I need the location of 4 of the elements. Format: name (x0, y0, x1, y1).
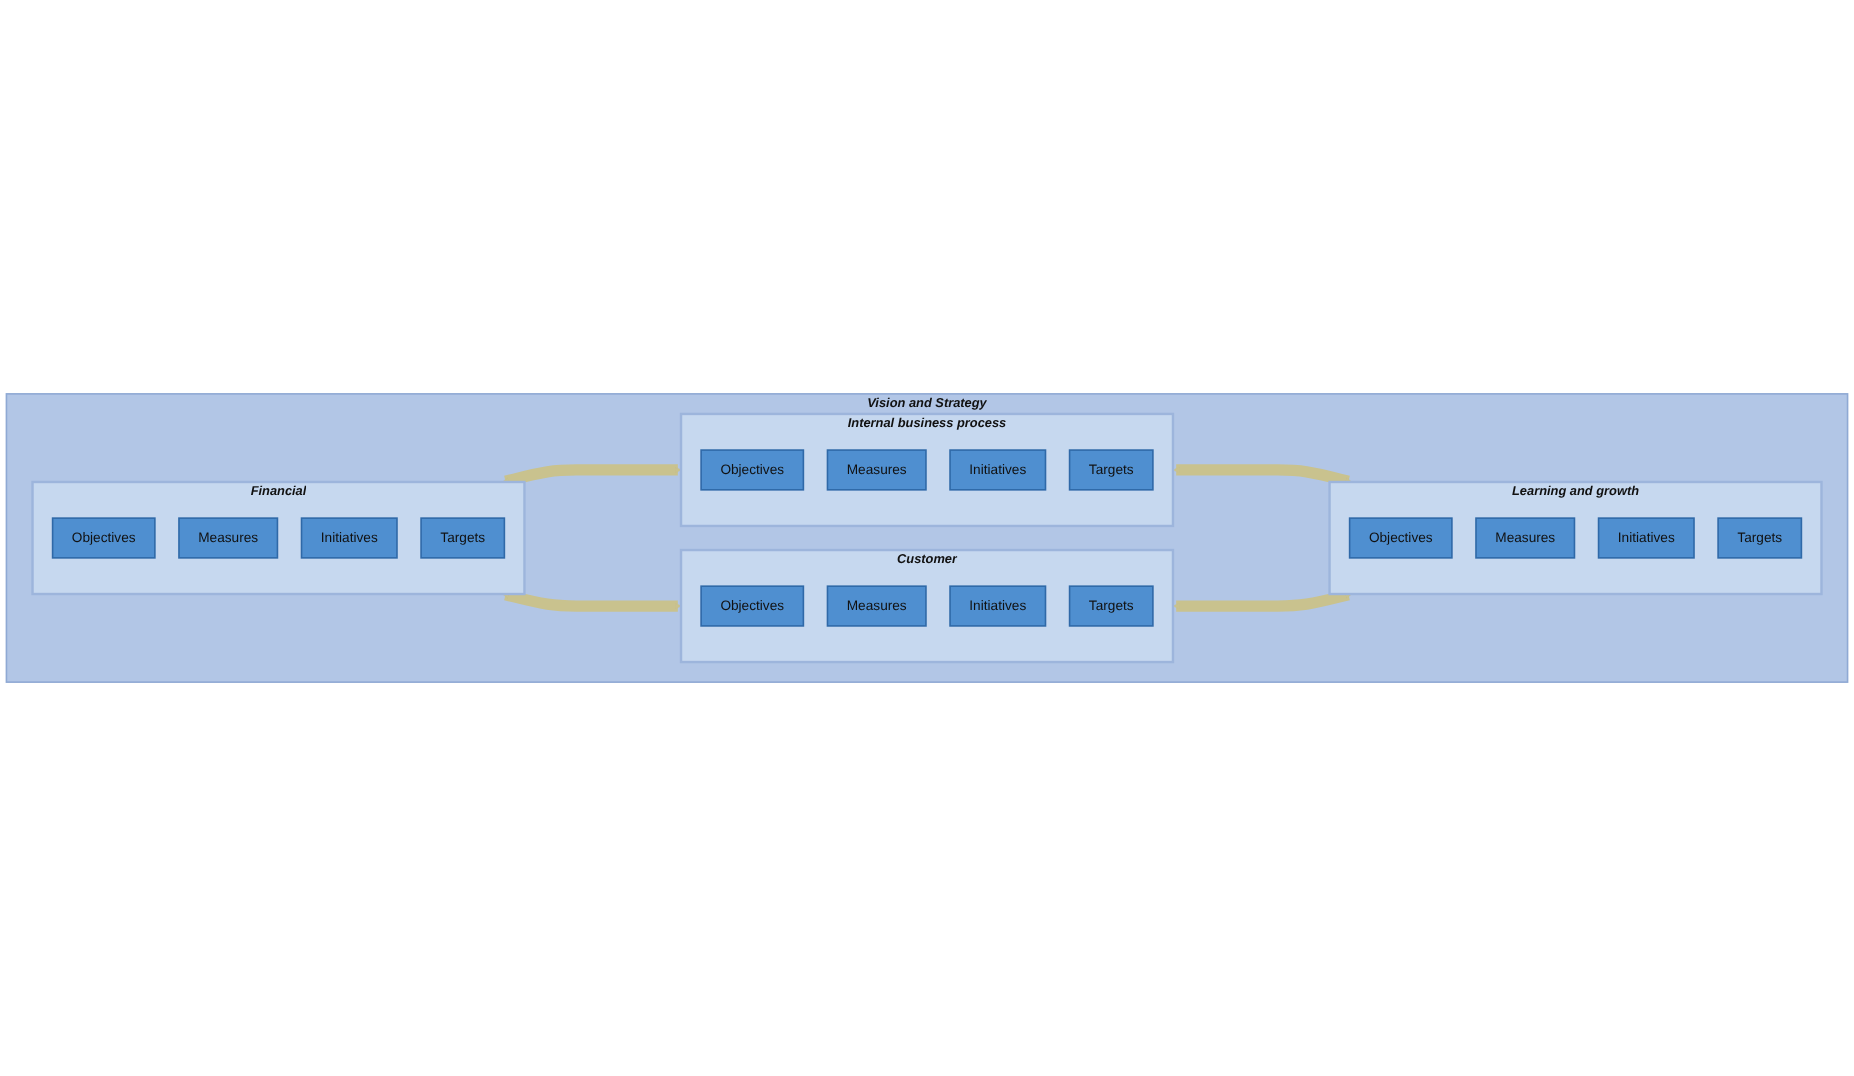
arrow (502, 589, 682, 612)
arrow (502, 464, 682, 487)
arrow (1172, 464, 1352, 487)
arrow (1172, 589, 1352, 612)
